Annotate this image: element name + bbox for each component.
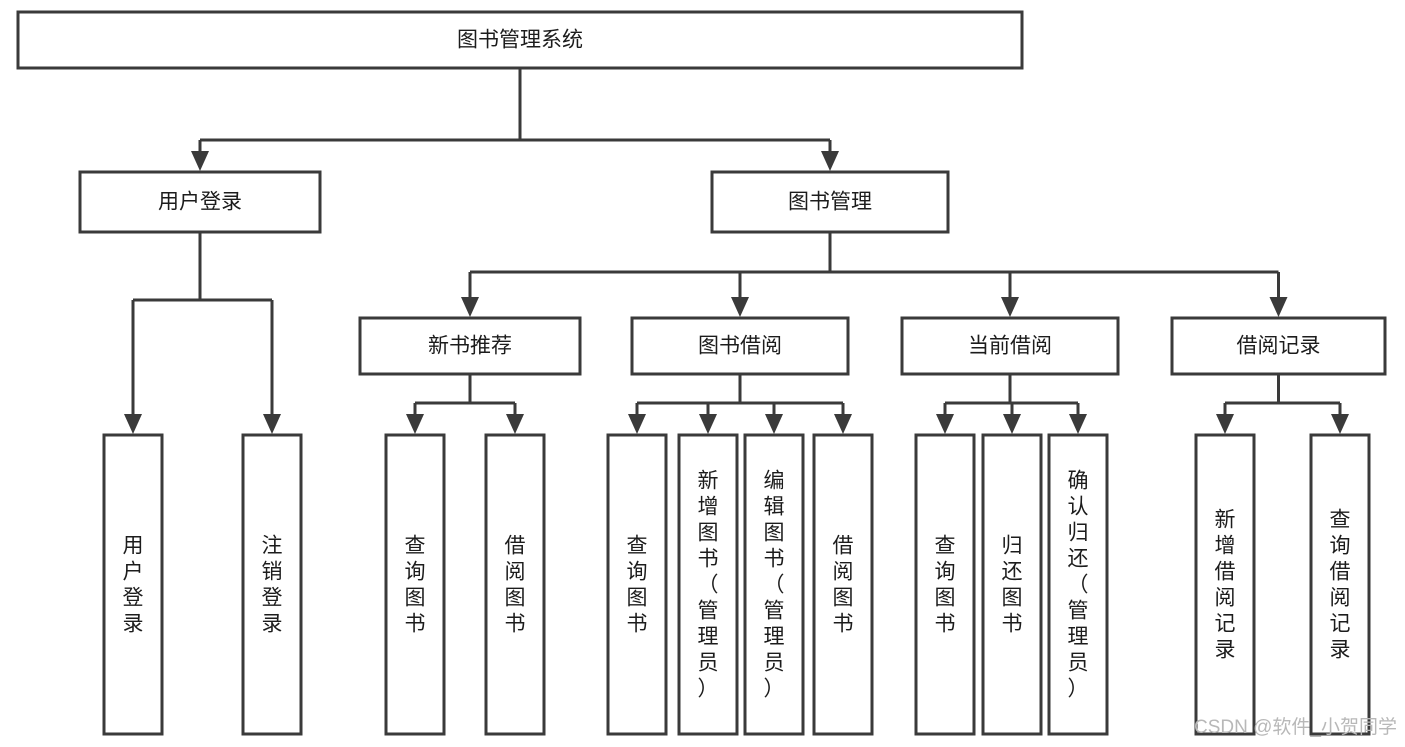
node-label: 借阅图书 [505, 535, 526, 636]
connectors-layer [124, 68, 1349, 434]
arrow-head-icon [1003, 414, 1021, 434]
node-n-borrow-record[interactable]: 借阅记录 [1170, 316, 1387, 376]
node-box[interactable] [1170, 316, 1387, 376]
node-box[interactable] [812, 433, 874, 736]
arrow-head-icon [628, 414, 646, 434]
node-label: 借阅图书 [833, 535, 854, 636]
connector-group [191, 68, 839, 171]
connector-group [406, 374, 524, 434]
nodes-layer: 图书管理系统用户登录图书管理新书推荐图书借阅当前借阅借阅记录用户登录注销登录查询… [16, 10, 1387, 736]
node-l-br-add[interactable]: 新增借阅记录 [1194, 433, 1256, 736]
node-box[interactable] [484, 433, 546, 736]
node-l-bb-edit[interactable]: 编辑图书（管理员） [743, 433, 805, 736]
connector-group [936, 374, 1087, 434]
arrow-head-icon [1269, 297, 1288, 317]
node-box[interactable] [1194, 433, 1256, 736]
connector-group [628, 374, 852, 434]
node-box[interactable] [16, 10, 1024, 70]
node-box[interactable] [743, 433, 805, 736]
connector-group [1216, 374, 1349, 434]
node-label: 归还图书 [1002, 535, 1023, 636]
arrow-head-icon [936, 414, 954, 434]
node-l-bb-borrow[interactable]: 借阅图书 [812, 433, 874, 736]
node-l-rec-borrow[interactable]: 借阅图书 [484, 433, 546, 736]
arrow-head-icon [699, 414, 717, 434]
node-label: 查询图书 [627, 535, 648, 636]
node-box[interactable] [981, 433, 1043, 736]
arrow-head-icon [834, 414, 852, 434]
node-label: 新书推荐 [428, 335, 512, 358]
node-label: 查询图书 [935, 535, 956, 636]
node-l-user-logout[interactable]: 注销登录 [241, 433, 303, 736]
arrow-head-icon [263, 414, 281, 434]
node-label: 编辑图书（管理员） [764, 470, 785, 701]
node-label: 新增图书（管理员） [698, 470, 719, 701]
node-box[interactable] [1047, 433, 1109, 736]
arrow-head-icon [1216, 414, 1234, 434]
arrow-head-icon [506, 414, 524, 434]
node-box[interactable] [900, 316, 1120, 376]
node-label: 当前借阅 [968, 335, 1052, 358]
node-box[interactable] [677, 433, 739, 736]
node-n-new-book-rec[interactable]: 新书推荐 [358, 316, 582, 376]
arrow-head-icon [765, 414, 783, 434]
node-label: 图书借阅 [698, 335, 782, 358]
node-label: 查询图书 [405, 535, 426, 636]
arrow-head-icon [1001, 297, 1019, 317]
node-box[interactable] [78, 170, 322, 234]
node-l-cb-confirm[interactable]: 确认归还（管理员） [1047, 433, 1109, 736]
arrow-head-icon [124, 414, 142, 434]
watermark-label: CSDN @软件_小贺同学 [1194, 716, 1397, 738]
node-box[interactable] [384, 433, 446, 736]
node-box[interactable] [241, 433, 303, 736]
node-box[interactable] [102, 433, 164, 736]
node-l-cb-query[interactable]: 查询图书 [914, 433, 976, 736]
node-n-current-borrow[interactable]: 当前借阅 [900, 316, 1120, 376]
node-box[interactable] [914, 433, 976, 736]
arrow-head-icon [191, 151, 209, 171]
connector-group [124, 232, 281, 434]
arrow-head-icon [406, 414, 424, 434]
node-label: 注销登录 [262, 535, 283, 636]
node-l-br-query[interactable]: 查询借阅记录 [1309, 433, 1371, 736]
node-box[interactable] [358, 316, 582, 376]
node-label: 确认归还（管理员） [1068, 470, 1089, 701]
node-label: 用户登录 [123, 535, 144, 636]
arrow-head-icon [1069, 414, 1087, 434]
node-box[interactable] [606, 433, 668, 736]
arrow-head-icon [731, 297, 749, 317]
node-root[interactable]: 图书管理系统 [16, 10, 1024, 70]
node-label: 借阅记录 [1237, 335, 1321, 358]
node-l-rec-query[interactable]: 查询图书 [384, 433, 446, 736]
node-l-cb-return[interactable]: 归还图书 [981, 433, 1043, 736]
arrow-head-icon [461, 297, 479, 317]
node-box[interactable] [1309, 433, 1371, 736]
node-label: 用户登录 [158, 191, 242, 214]
node-box[interactable] [630, 316, 850, 376]
node-l-bb-query[interactable]: 查询图书 [606, 433, 668, 736]
node-label: 新增借阅记录 [1215, 509, 1236, 662]
node-label: 图书管理系统 [457, 29, 583, 52]
node-n-book-borrow[interactable]: 图书借阅 [630, 316, 850, 376]
node-l-user-login[interactable]: 用户登录 [102, 433, 164, 736]
node-label: 查询借阅记录 [1330, 509, 1351, 662]
arrow-head-icon [821, 151, 839, 171]
arrow-head-icon [1331, 414, 1349, 434]
node-n-user-login[interactable]: 用户登录 [78, 170, 322, 234]
node-l-bb-add[interactable]: 新增图书（管理员） [677, 433, 739, 736]
node-box[interactable] [710, 170, 950, 234]
node-label: 图书管理 [788, 191, 872, 214]
connector-group [461, 232, 1288, 317]
node-n-book-mgmt[interactable]: 图书管理 [710, 170, 950, 234]
